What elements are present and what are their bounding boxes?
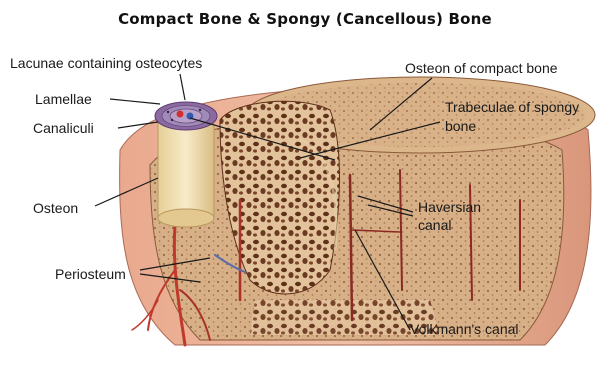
label-lamellae: Lamellae [35,91,92,108]
label-haversian-line2: canal [418,217,451,234]
diagram-title: Compact Bone & Spongy (Cancellous) Bone [0,10,610,28]
label-lacunae: Lacunae containing osteocytes [10,55,202,72]
label-osteon-compact: Osteon of compact bone [405,60,558,77]
label-trabeculae-line2: bone [445,118,476,135]
label-osteon: Osteon [33,200,78,217]
label-periosteum: Periosteum [55,266,126,283]
label-canaliculi: Canaliculi [33,120,94,137]
label-haversian-line1: Haversian [418,199,481,216]
label-volkmann: Volkmann's canal [410,321,519,338]
osteon-cylinder [155,102,217,227]
label-trabeculae-line1: Trabeculae of spongy [445,99,579,116]
